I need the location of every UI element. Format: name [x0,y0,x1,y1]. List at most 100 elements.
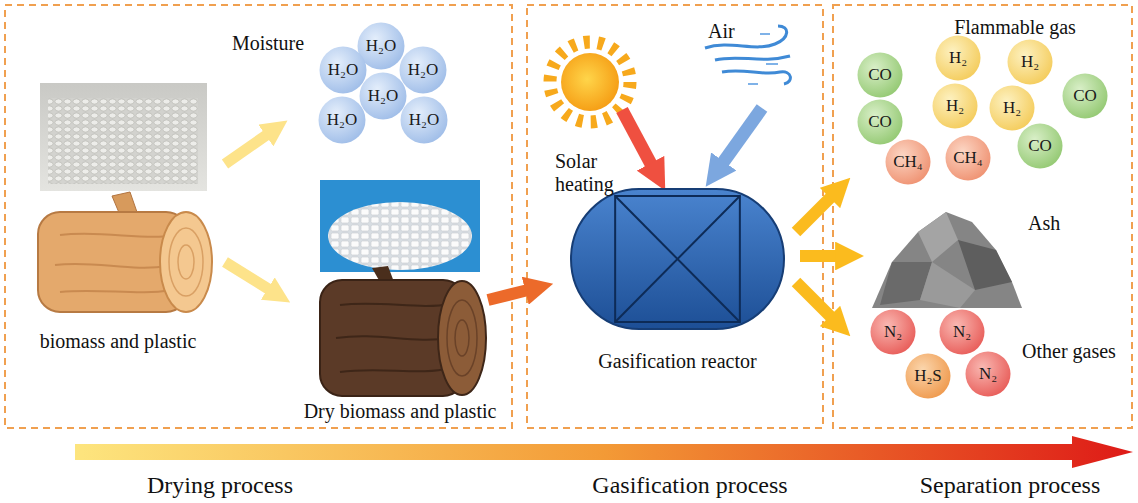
molecule-fill [886,140,931,185]
molecule-formula: CH₄ [885,139,931,185]
molecule-circle: H₂ [989,85,1035,131]
text-label: Dry biomass and plastic [300,400,500,423]
molecule-formula: CH₄ [945,135,991,181]
molecule-fill [858,100,903,145]
molecule-circle: H₂S [905,353,951,399]
dry-log-end [438,281,486,395]
molecule-formula: CO [857,52,903,98]
ash-pile [958,240,1012,290]
log-ring [178,245,194,279]
molecule-circle: H₂O [359,72,407,120]
molecule-fill [906,354,951,399]
reactor-shape [570,188,785,330]
product-arrow [796,282,832,318]
text-label: Solar heating [555,150,625,196]
molecule-fill [946,136,991,181]
dry-pellet-photo [320,180,480,272]
flow-arrow [225,262,270,290]
molecule-circle: CH₄ [885,139,931,185]
dry-pellet-pile [328,202,472,270]
molecule-circle: H₂O [399,46,447,94]
text-label: Air [708,20,748,43]
molecule-formula: CO [1017,123,1063,169]
text-label: Flammable gas [940,16,1090,39]
molecule-fill [360,73,407,120]
heat-arrow [622,110,652,166]
text-label: Ash [1028,212,1088,235]
ash-pile [920,262,975,308]
process-arrow [75,436,1133,468]
stage-frame [5,5,512,428]
wind-icon [715,56,790,60]
molecule-fill [1063,74,1108,119]
molecule-circle: N₂ [870,309,916,355]
molecule-circle: CO [1062,73,1108,119]
molecule-formula: H₂ [932,83,978,129]
molecule-formula: H₂ [989,85,1035,131]
molecule-fill [858,53,903,98]
molecule-formula: H₂O [319,46,367,94]
molecule-formula: N₂ [939,309,985,355]
ash-pile [872,212,1022,308]
text-label: Other gases [1022,340,1132,363]
wind-icon [748,34,778,84]
molecule-fill [966,352,1011,397]
log-ring [455,320,469,356]
stage-label: Drying process [110,472,330,500]
sun-rays [550,42,630,122]
molecule-formula: CO [857,99,903,145]
molecule-circle: CH₄ [945,135,991,181]
pellet-photo [40,83,207,191]
molecule-circle: CO [857,99,903,145]
molecule-circle: H₂O [400,96,448,144]
reactor-vessel: Gasification reactor [570,188,785,330]
molecule-circle: H₂ [935,35,981,81]
flow-arrow [225,134,268,164]
molecule-fill [1008,40,1053,85]
molecule-formula: N₂ [965,351,1011,397]
molecule-fill [320,47,367,94]
molecule-fill [400,47,447,94]
flow-arrow [488,290,528,300]
molecule-circle: H₂O [318,96,366,144]
log-end [160,212,212,312]
product-arrow [800,250,838,262]
reactor-core [615,196,740,322]
molecule-circle: N₂ [965,351,1011,397]
molecule-fill [871,310,916,355]
molecule-formula: H₂O [400,96,448,144]
molecule-circle: H₂ [1007,39,1053,85]
molecule-formula: H₂O [399,46,447,94]
molecule-circle: H₂O [319,46,367,94]
sun-icon [561,53,619,111]
stage-label: Separation process [890,472,1130,500]
reactor-cross [615,196,740,322]
molecule-formula: H₂O [318,96,366,144]
ash-pile [918,212,958,262]
molecule-formula: CO [1062,73,1108,119]
product-arrow [796,196,832,232]
reactor-cross [615,196,740,322]
wind-icon [722,71,790,84]
air-arrow [722,108,762,164]
log-ring [169,228,203,296]
log-ring [447,300,477,376]
text-label: biomass and plastic [28,330,208,353]
reactor-body [571,189,784,329]
molecule-formula: H₂ [935,35,981,81]
stage-label: Gasification process [570,472,810,500]
log-grain [336,304,452,372]
molecule-formula: H₂ [1007,39,1053,85]
molecule-fill [319,97,366,144]
molecule-formula: H₂O [359,72,407,120]
text-label: Moisture [218,32,318,55]
molecule-formula: H₂S [905,353,951,399]
molecule-circle: H₂ [932,83,978,129]
molecule-fill [933,84,978,129]
stage-frame [833,5,1132,428]
molecule-fill [990,86,1035,131]
molecule-formula: N₂ [870,309,916,355]
molecule-fill [936,36,981,81]
molecule-circle: CO [857,52,903,98]
